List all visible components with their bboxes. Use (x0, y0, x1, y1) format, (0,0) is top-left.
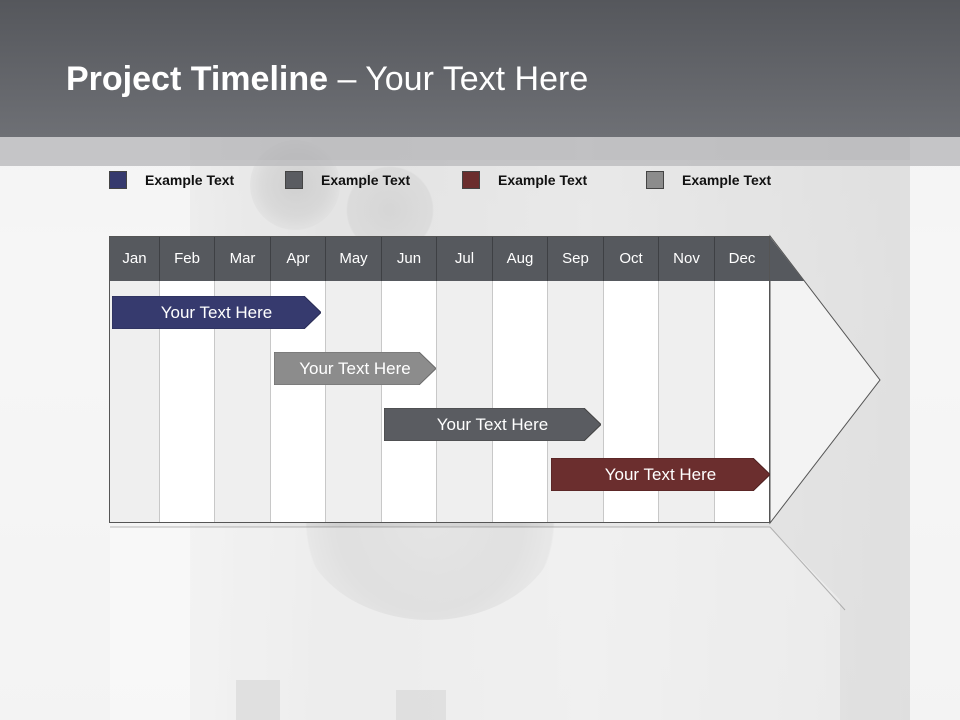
timeline-frame (109, 236, 770, 523)
month-header-nov: Nov (659, 236, 715, 281)
month-header-jul: Jul (437, 236, 493, 281)
task-bar: Your Text Here (384, 408, 601, 441)
month-column (437, 281, 493, 522)
task-bar: Your Text Here (274, 352, 436, 385)
legend-swatch (462, 171, 480, 189)
title-banner: Project Timeline – Your Text Here (0, 0, 960, 137)
month-header-aug: Aug (493, 236, 548, 281)
legend-swatch (285, 171, 303, 189)
month-header-sep: Sep (548, 236, 604, 281)
task-bar: Your Text Here (551, 458, 770, 491)
legend-item: Example Text (109, 170, 234, 190)
month-header-feb: Feb (160, 236, 215, 281)
legend-label: Example Text (498, 172, 588, 188)
month-header-dec: Dec (715, 236, 770, 281)
month-column (326, 281, 382, 522)
month-header-jun: Jun (382, 236, 437, 281)
task-bar-shape (384, 408, 601, 441)
legend-swatch (109, 171, 127, 189)
task-bar-shape (274, 352, 436, 385)
month-column (493, 281, 548, 522)
legend-label: Example Text (682, 172, 772, 188)
month-header-mar: Mar (215, 236, 271, 281)
page-title: Project Timeline – Your Text Here (66, 60, 588, 99)
legend-swatch (646, 171, 664, 189)
legend-label: Example Text (145, 172, 235, 188)
legend-item: Example Text (285, 170, 410, 190)
task-bar-label: Your Text Here (160, 302, 273, 322)
month-column (382, 281, 437, 522)
task-bar-shape (112, 296, 321, 329)
title-bold: Project Timeline (66, 60, 329, 98)
task-bar-shape (551, 458, 770, 491)
task-bar-label: Your Text Here (604, 464, 717, 484)
month-header-may: May (326, 236, 382, 281)
legend-item: Example Text (462, 170, 587, 190)
legend-item: Example Text (646, 170, 771, 190)
task-bar-label: Your Text Here (299, 358, 411, 378)
month-header-oct: Oct (604, 236, 659, 281)
month-header-apr: Apr (271, 236, 326, 281)
legend-label: Example Text (321, 172, 411, 188)
task-bar-label: Your Text Here (436, 414, 549, 434)
header-strip (0, 137, 960, 166)
title-rest: – Your Text Here (328, 60, 589, 98)
task-bar: Your Text Here (112, 296, 321, 329)
month-header-jan: Jan (110, 236, 160, 281)
